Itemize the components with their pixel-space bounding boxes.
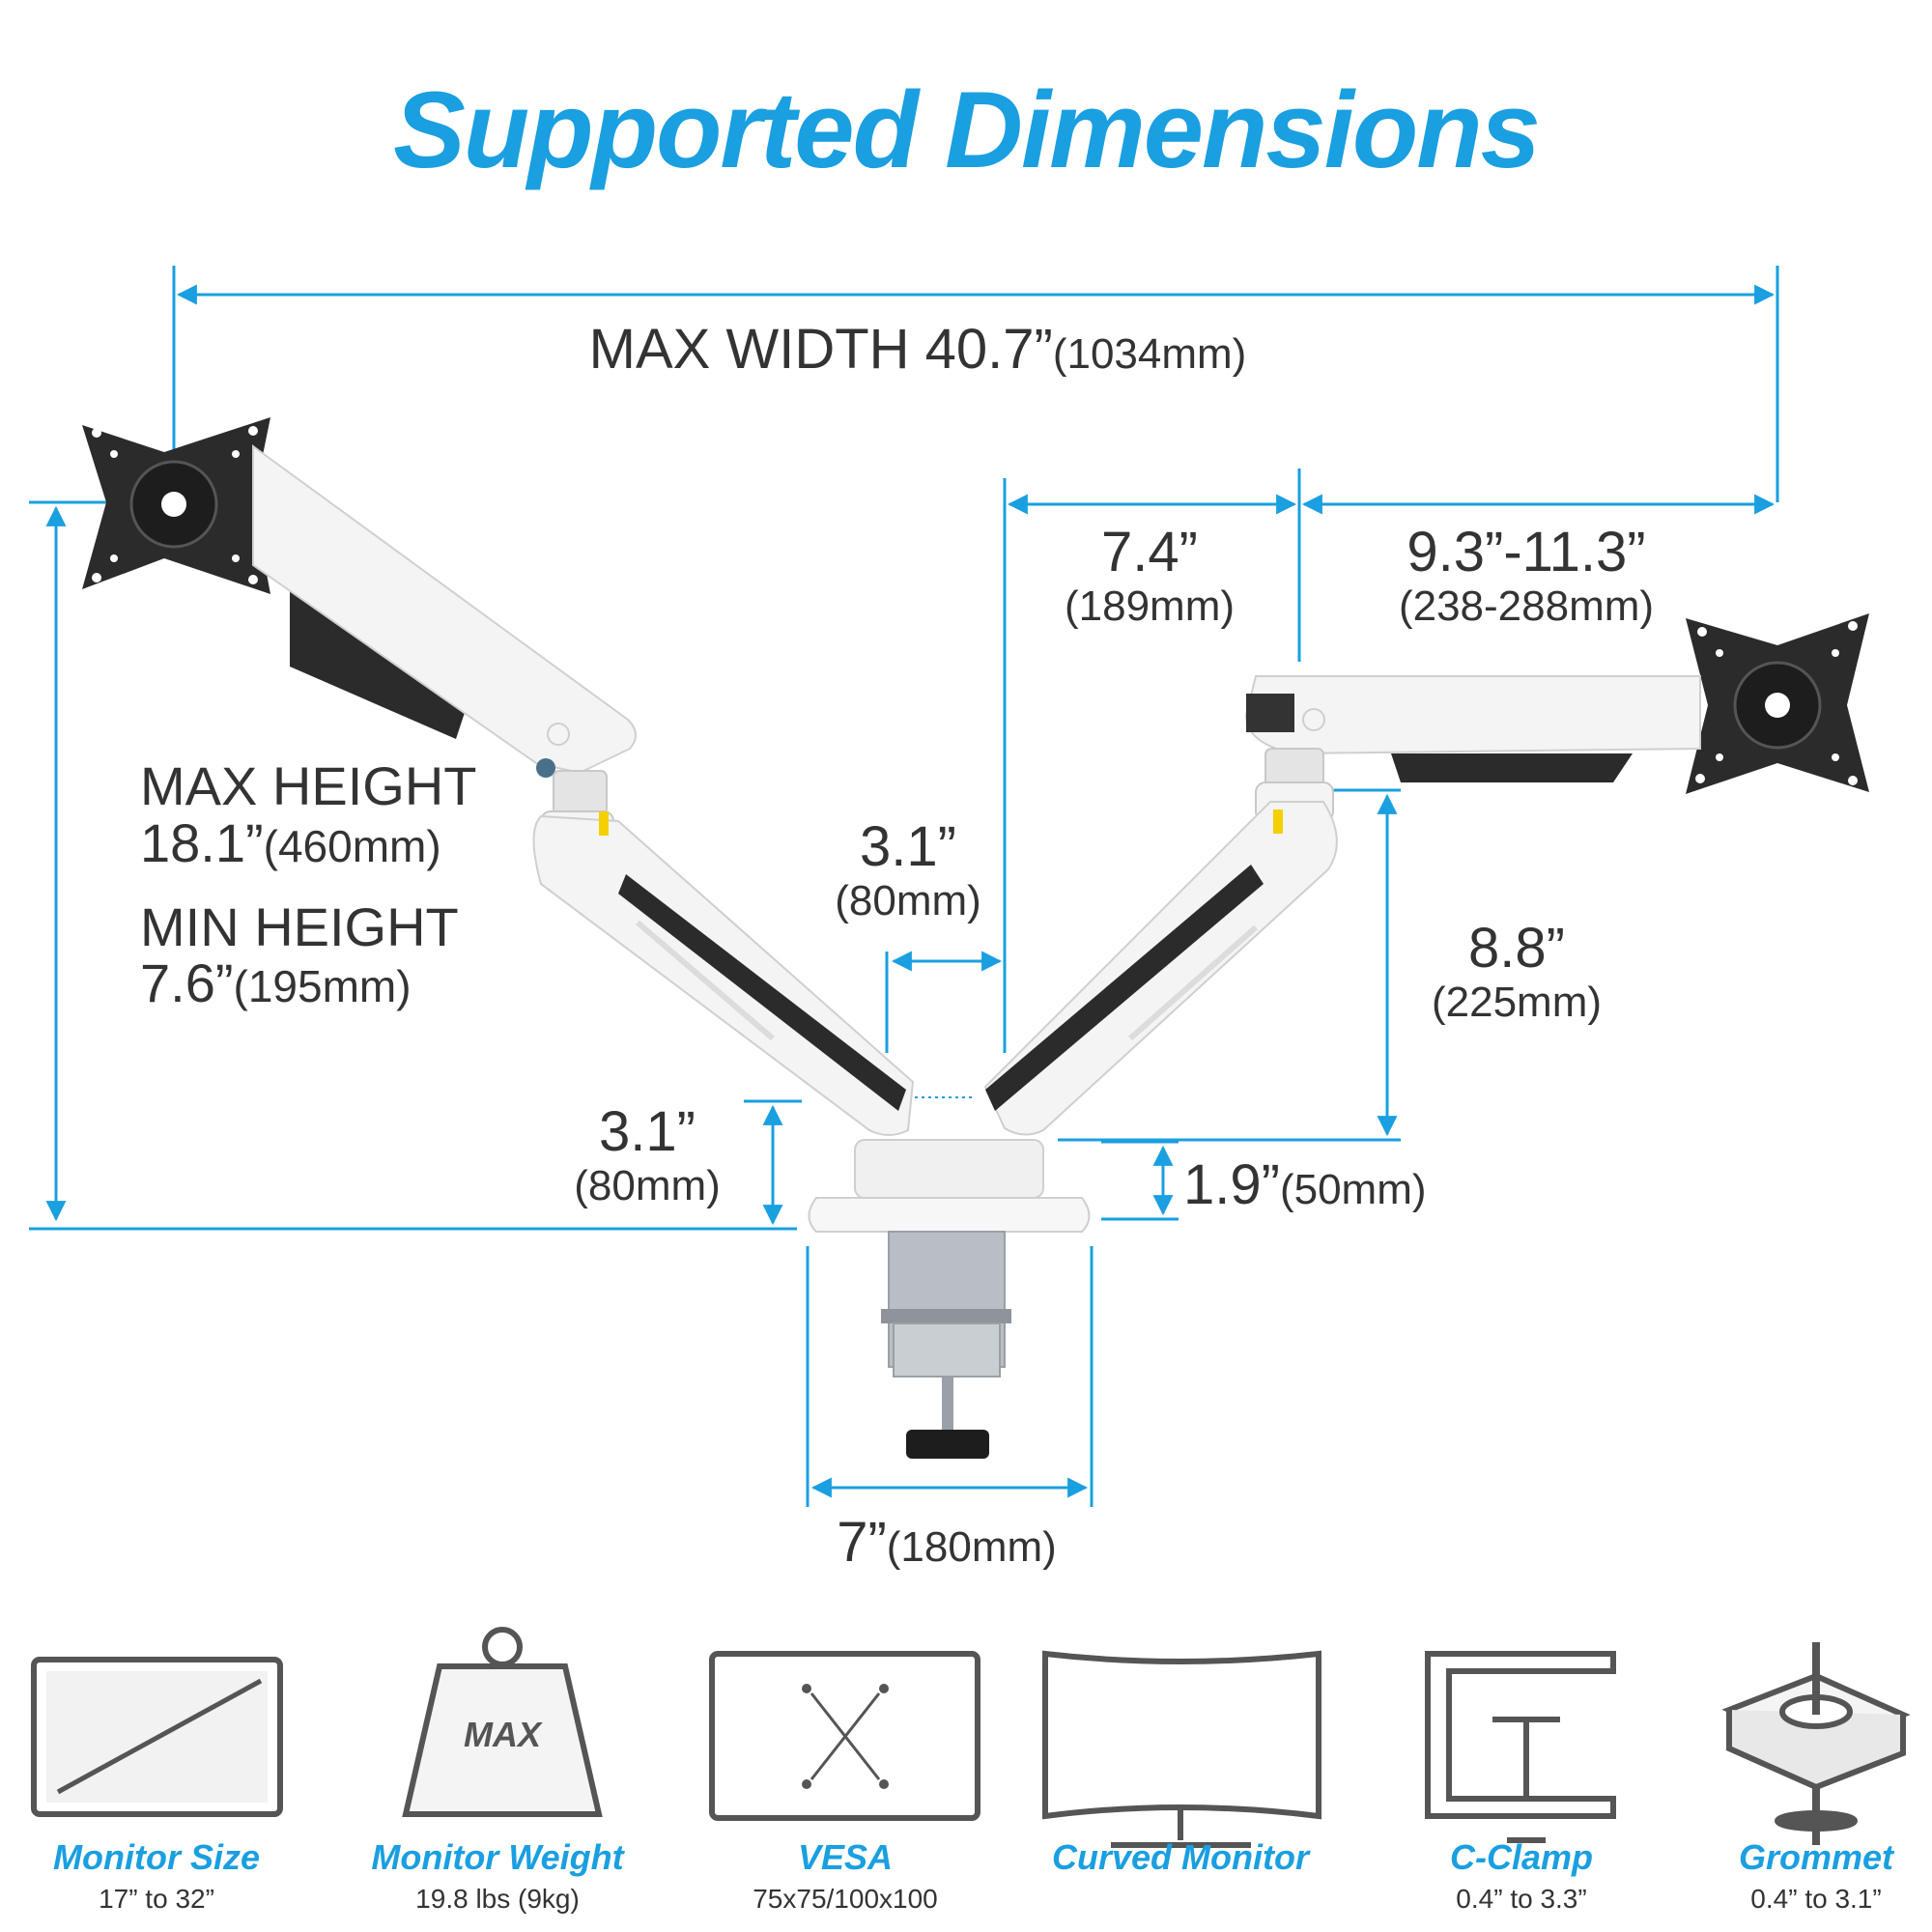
arm-height-label: 8.8” (225mm) [1410, 918, 1623, 1026]
spec-value: 17” to 32” [99, 1884, 214, 1914]
max-width-main: MAX WIDTH 40.7” [588, 318, 1053, 381]
vesa-dots [802, 1684, 889, 1789]
spec-c-clamp: C-Clamp 0.4” to 3.3” [1377, 1837, 1666, 1915]
spec-monitor-size: Monitor Size 17” to 32” [12, 1837, 301, 1915]
left-lower-arm [532, 811, 915, 1136]
arm-segment-label: 7.4” (189mm) [1024, 522, 1275, 630]
spec-monitor-weight: Monitor Weight 19.8 lbs (9kg) [353, 1837, 642, 1915]
arm-height-main: 8.8” [1468, 917, 1565, 980]
spec-value: 75x75/100x100 [753, 1884, 938, 1914]
pole-rise-sub: (80mm) [574, 1161, 721, 1209]
page-title: Supported Dimensions [393, 70, 1541, 190]
spec-name: Monitor Size [53, 1837, 260, 1877]
weight-icon [402, 1627, 603, 1817]
base-width-sub: (180mm) [886, 1523, 1057, 1571]
right-lower-arm [983, 801, 1338, 1136]
center-gap-sub: (80mm) [835, 876, 981, 924]
min-height-sub: (195mm) [233, 961, 412, 1012]
weight-icon-text: MAX [464, 1715, 543, 1754]
center-gap-label: 3.1” (80mm) [802, 816, 1014, 924]
arm-extension-sub: (238-288mm) [1398, 582, 1655, 630]
arm-height-sub: (225mm) [1431, 978, 1603, 1026]
spec-vesa: VESA 75x75/100x100 [700, 1837, 990, 1915]
spec-name: C-Clamp [1449, 1837, 1593, 1877]
arm-segment-sub: (189mm) [1064, 582, 1236, 630]
max-width-label: MAX WIDTH 40.7”(1034mm) [541, 319, 1294, 381]
spec-value: 0.4” to 3.3” [1456, 1884, 1587, 1914]
spec-name: Curved Monitor [1052, 1837, 1309, 1877]
base-width-main: 7” [837, 1511, 887, 1574]
base-and-clamp [808, 1139, 1091, 1459]
spec-name: VESA [797, 1837, 894, 1877]
spec-value: 0.4” to 3.1” [1750, 1884, 1882, 1914]
arm-extension-label: 9.3”-11.3” (238-288mm) [1323, 522, 1729, 630]
max-height-sub: (460mm) [263, 820, 441, 871]
base-width-label: 7”(180mm) [802, 1512, 1092, 1574]
height-range-label: MAX HEIGHT 18.1”(460mm) MIN HEIGHT 7.6”(… [140, 755, 477, 1014]
vesa-icon [709, 1651, 980, 1821]
base-height-main: 1.9” [1183, 1153, 1280, 1216]
center-gap-main: 3.1” [860, 815, 956, 878]
spec-name: Monitor Weight [371, 1837, 624, 1877]
curved-monitor-icon [1042, 1650, 1321, 1848]
spec-grommet: Grommet 0.4” to 3.1” [1671, 1837, 1932, 1915]
pole-rise-label: 3.1” (80mm) [546, 1101, 749, 1209]
max-height-title: MAX HEIGHT [140, 755, 477, 816]
base-height-sub: (50mm) [1279, 1166, 1427, 1213]
arm-segment-main: 7.4” [1101, 521, 1198, 583]
base-height-label: 1.9”(50mm) [1183, 1154, 1473, 1216]
min-height-main: 7.6” [140, 952, 234, 1014]
right-upper-arm [1244, 675, 1701, 822]
c-clamp-icon [1425, 1651, 1616, 1843]
max-width-sub: (1034mm) [1052, 330, 1247, 378]
min-height-title: MIN HEIGHT [140, 895, 459, 957]
spec-curved-monitor: Curved Monitor [1036, 1837, 1325, 1884]
right-vesa-plate [1686, 613, 1869, 794]
spec-value: 19.8 lbs (9kg) [415, 1884, 580, 1914]
arm-extension-main: 9.3”-11.3” [1406, 521, 1646, 583]
max-height-main: 18.1” [140, 811, 264, 873]
dimension-lines [29, 266, 1779, 1507]
grommet-icon [1721, 1642, 1911, 1845]
left-vesa-plate [82, 417, 270, 594]
spec-name: Grommet [1738, 1837, 1894, 1877]
monitor-size-icon [31, 1657, 283, 1817]
pole-rise-main: 3.1” [599, 1100, 696, 1163]
